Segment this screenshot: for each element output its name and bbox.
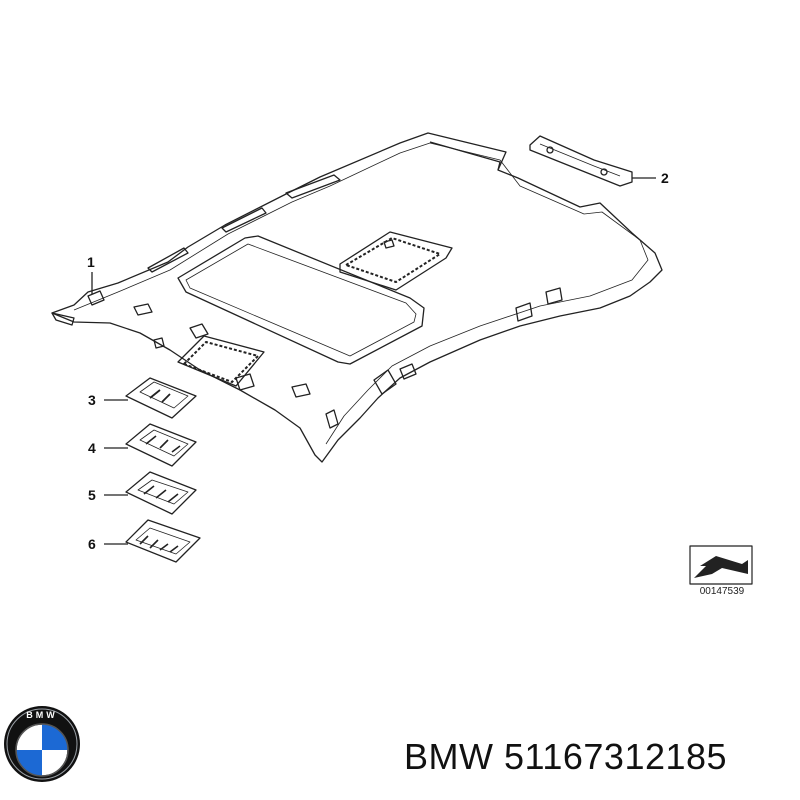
cutout-b bbox=[133, 303, 153, 316]
callout-6: 6 bbox=[88, 536, 96, 552]
sunroof-opening bbox=[177, 235, 425, 365]
grab-strip-2 bbox=[221, 207, 267, 233]
callout-3: 3 bbox=[88, 392, 96, 408]
part-4-vent bbox=[125, 423, 197, 467]
part-2-hole-b bbox=[600, 168, 608, 176]
cutout-h bbox=[399, 363, 417, 380]
front-tab bbox=[51, 312, 75, 326]
grab-strip-1 bbox=[285, 174, 341, 199]
part-2-hole-a bbox=[546, 146, 554, 154]
grab-strip-3 bbox=[147, 247, 189, 273]
cutout-e bbox=[235, 373, 255, 391]
cutout-d bbox=[189, 323, 209, 339]
callout-4: 4 bbox=[88, 440, 96, 456]
caption: BMW 51167312185 bbox=[404, 736, 727, 778]
part-3-vent bbox=[125, 377, 197, 419]
cutout-i bbox=[325, 409, 339, 429]
orientation-symbol-box bbox=[689, 545, 753, 585]
rear-cutout-frame bbox=[339, 231, 453, 291]
front-cutout-frame bbox=[177, 335, 265, 387]
cutout-k bbox=[545, 287, 563, 305]
callout-2: 2 bbox=[661, 170, 669, 186]
cutout-g bbox=[373, 369, 397, 395]
part-6-vent bbox=[125, 519, 201, 563]
part-2-trim-inner bbox=[539, 143, 621, 177]
cutout-a bbox=[87, 290, 105, 306]
cutout-l bbox=[383, 239, 395, 249]
orientation-arrow-icon bbox=[694, 556, 748, 578]
front-cutout bbox=[183, 341, 259, 383]
part-5-vent bbox=[125, 471, 197, 515]
caption-brand: BMW bbox=[404, 736, 494, 777]
caption-part-number: 51167312185 bbox=[504, 736, 728, 777]
cutout-j bbox=[515, 302, 533, 322]
rear-cutout bbox=[345, 237, 441, 283]
grab-strip-4 bbox=[429, 141, 501, 171]
headliner-outline bbox=[51, 132, 663, 463]
cutout-f bbox=[291, 383, 311, 398]
headliner-inner-edge bbox=[73, 142, 649, 445]
bmw-logo-text: BMW bbox=[26, 710, 58, 720]
sunroof-inner bbox=[185, 243, 417, 357]
callout-5: 5 bbox=[88, 487, 96, 503]
diagram-id: 00147539 bbox=[699, 586, 745, 597]
part-2-trim bbox=[529, 135, 633, 187]
callout-1: 1 bbox=[87, 254, 95, 270]
bmw-logo bbox=[4, 706, 80, 782]
cutout-c bbox=[153, 337, 165, 349]
